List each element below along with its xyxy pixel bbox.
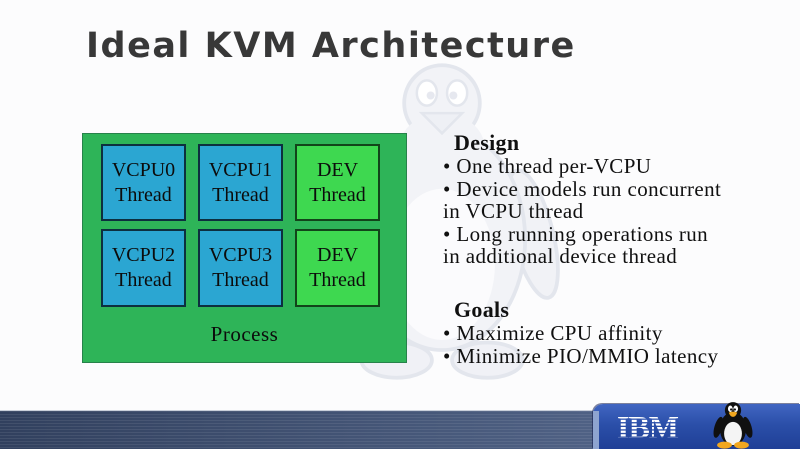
goals-heading: Goals xyxy=(454,297,510,322)
thread-label-line1: VCPU0 xyxy=(111,158,176,181)
goals-section: Goals • Maximize CPU affinity• Minimize … xyxy=(443,298,795,367)
design-section: Design • One thread per-VCPU• Device mod… xyxy=(443,131,795,268)
design-bullet-item: • One thread per-VCPU xyxy=(443,154,652,178)
thread-label-line2: Thread xyxy=(212,269,269,291)
thread-label-line2: Thread xyxy=(309,183,366,206)
ibm-logo: IBM xyxy=(617,409,680,445)
design-heading: Design xyxy=(454,130,520,155)
thread-label-line1: VCPU2 xyxy=(111,244,176,266)
ibm-logo-text: IBM xyxy=(617,409,679,445)
badge-edge-highlight xyxy=(593,411,599,449)
goals-bullet-item: • Maximize CPU affinity xyxy=(443,321,663,345)
ibm-logo-badge: IBM xyxy=(593,401,800,449)
thread-label-line2: Thread xyxy=(212,183,269,206)
design-bullet-list: • One thread per-VCPU• Device models run… xyxy=(443,155,795,268)
thread-label-line1: DEV xyxy=(316,244,359,266)
thread-label-line1: DEV xyxy=(316,158,359,181)
thread-label-line2: Thread xyxy=(309,269,366,291)
slide-title: Ideal KVM Architecture xyxy=(86,26,576,66)
tux-penguin-icon xyxy=(713,401,753,449)
design-bullet-item: • Device models run concurrent in VCPU t… xyxy=(443,176,722,223)
thread-label-line1: VCPU3 xyxy=(208,244,273,266)
design-bullet-item: • Long running operations run in additio… xyxy=(443,221,709,268)
thread-label-line2: Thread xyxy=(115,269,172,291)
dev-thread-box: DEV Thread xyxy=(295,229,380,307)
process-label: Process xyxy=(210,322,279,346)
goals-bullet-list: • Maximize CPU affinity• Minimize PIO/MM… xyxy=(443,322,795,367)
goals-bullet-item: • Minimize PIO/MMIO latency xyxy=(443,343,719,368)
thread-label-line2: Thread xyxy=(115,183,172,206)
thread-label-line1: VCPU1 xyxy=(208,158,273,181)
